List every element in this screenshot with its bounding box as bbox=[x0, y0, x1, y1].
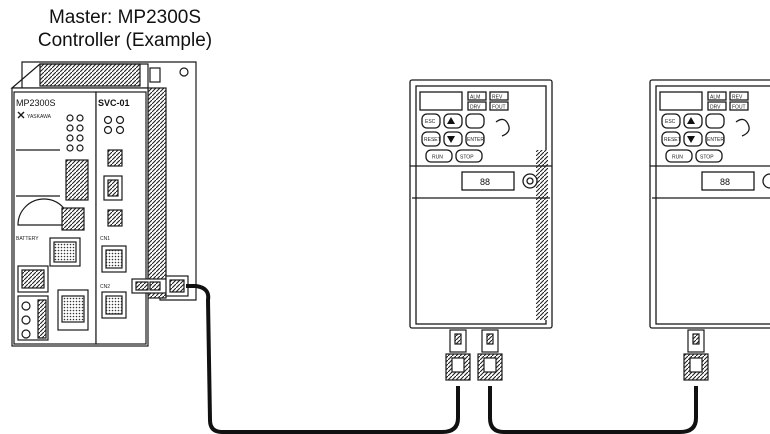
module-label: SVC-01 bbox=[98, 98, 130, 108]
svg-text:REV: REV bbox=[732, 95, 743, 101]
svg-text:FOUT: FOUT bbox=[492, 105, 506, 111]
controller-cable-plug bbox=[132, 276, 188, 296]
mp2300s-controller: MP2300S YASKAWA BATTERY SVC-01 bbox=[12, 62, 196, 346]
svg-text:RUN: RUN bbox=[672, 155, 683, 161]
cn2-label: CN2 bbox=[100, 284, 110, 290]
svg-text:RUN: RUN bbox=[432, 155, 443, 161]
svg-text:ESC: ESC bbox=[425, 119, 436, 125]
svg-text:RESET: RESET bbox=[424, 137, 441, 143]
drive-1-led-display bbox=[420, 92, 462, 110]
drive-1: ALM REV DRV FOUT ESC RESET ENTER RUN STO… bbox=[410, 80, 552, 328]
top-vents bbox=[40, 64, 140, 86]
svg-text:ALM: ALM bbox=[710, 95, 720, 101]
svg-text:RESET: RESET bbox=[664, 137, 681, 143]
svg-text:DRV: DRV bbox=[710, 105, 721, 111]
drive-2-led-display bbox=[660, 92, 702, 110]
drive-2: ALM REV DRV FOUT ESC RESET ENTER RUN STO… bbox=[650, 80, 770, 328]
cn1-label: CN1 bbox=[100, 236, 110, 242]
dip-switch-block bbox=[66, 160, 88, 200]
svc-switch bbox=[108, 150, 122, 166]
svg-text:ALM: ALM bbox=[470, 95, 480, 101]
heatsink-fins bbox=[148, 88, 166, 298]
svg-text:FOUT: FOUT bbox=[732, 105, 746, 111]
model-label: MP2300S bbox=[16, 98, 56, 108]
svg-text:ESC: ESC bbox=[665, 119, 676, 125]
drive-2-display-value: 88 bbox=[720, 177, 730, 187]
svg-text:ENTER: ENTER bbox=[467, 137, 484, 143]
mode-switch bbox=[62, 208, 84, 230]
svg-text:DRV: DRV bbox=[470, 105, 481, 111]
drive-1-connectors bbox=[446, 330, 502, 380]
battery-label: BATTERY bbox=[16, 236, 39, 242]
drive-2-connectors bbox=[684, 330, 708, 380]
brand-label: YASKAWA bbox=[27, 114, 52, 120]
drive-1-display-value: 88 bbox=[480, 177, 490, 187]
cable-drive1-to-drive2 bbox=[490, 386, 696, 432]
svg-text:REV: REV bbox=[492, 95, 503, 101]
svg-text:ENTER: ENTER bbox=[707, 137, 724, 143]
mount-hole-top-icon bbox=[180, 68, 188, 76]
svg-text:STOP: STOP bbox=[700, 155, 714, 161]
svg-text:STOP: STOP bbox=[460, 155, 474, 161]
